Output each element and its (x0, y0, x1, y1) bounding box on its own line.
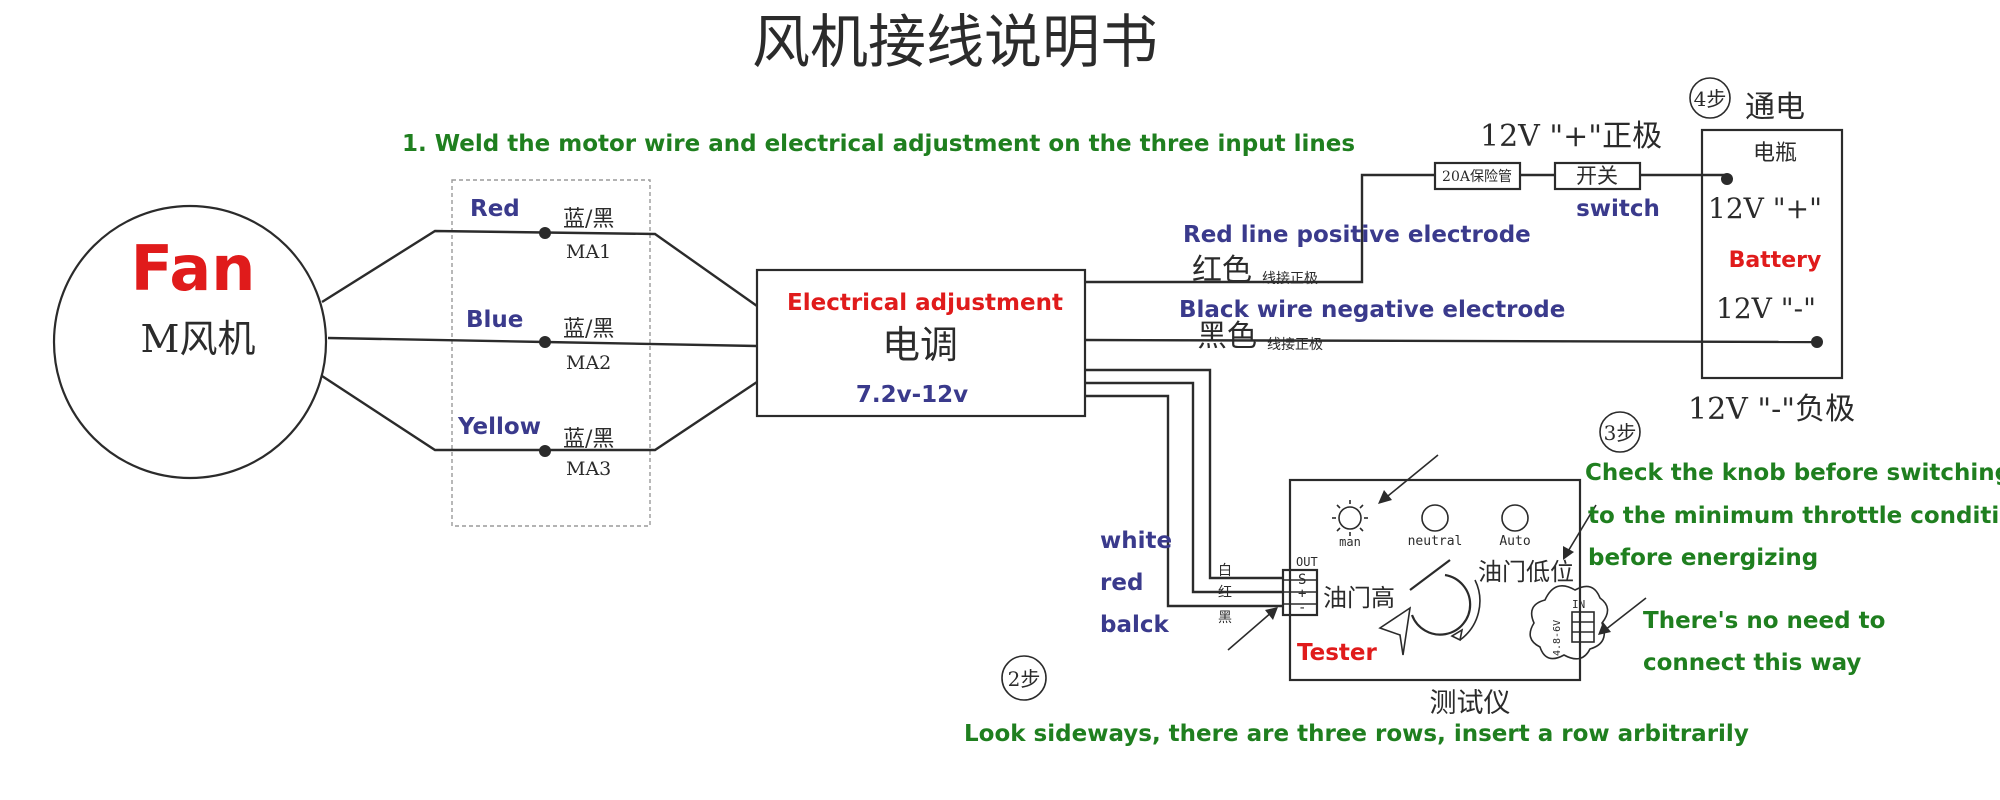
esc-cn-label: 电调 (882, 323, 958, 367)
switch-cn-label: 开关 (1576, 164, 1618, 188)
battery-positive-terminal (1721, 173, 1733, 185)
step2-text: Look sideways, there are three rows, ins… (964, 721, 1749, 747)
neutral-indicator-icon (1421, 504, 1449, 532)
in-port-pins (1571, 611, 1595, 643)
wire-color-blue: Blue (466, 307, 523, 333)
wire-cn-1: 蓝/黑 (563, 207, 614, 232)
throttle-high-label: 油门高 (1323, 584, 1395, 612)
arrow-to-in-port (1598, 597, 1647, 635)
fuse-label: 20A保险管 (1442, 169, 1512, 185)
wire-code-2: MA2 (566, 352, 611, 374)
step3-line-1: Check the knob before switching on (1585, 460, 2000, 486)
auto-indicator-icon (1501, 504, 1529, 532)
step2-badge: 2步 (1008, 667, 1041, 691)
in-port-label: IN (1572, 598, 1585, 611)
signal-wire-cn-red: 红 (1218, 585, 1232, 601)
black-power-wire (1084, 338, 1816, 344)
signal-wire-red (1085, 381, 1283, 594)
red-wire-cn-small: 线接正极 (1262, 270, 1318, 287)
wire-color-red: Red (470, 196, 520, 222)
switch-en-label: switch (1576, 196, 1660, 222)
red-wire-en-label: Red line positive electrode (1183, 222, 1531, 248)
fan-cn-label: M风机 (141, 317, 256, 361)
black-wire-cn-label: 黑色 (1197, 319, 1257, 354)
battery-box (1700, 128, 1844, 380)
in-port-voltage: 4.8-6V (1552, 620, 1563, 656)
negative-pole-label: 12V "-"负极 (1688, 392, 1855, 427)
tester-en-label: Tester (1297, 640, 1378, 666)
fan-label: Fan (131, 232, 256, 305)
red-power-wire (1085, 173, 1435, 284)
signal-wire-white (1085, 368, 1283, 580)
wire-cn-3: 蓝/黑 (563, 427, 614, 452)
red-wire-cn-label: 红色 (1192, 253, 1252, 288)
step4-badge-circle (1689, 77, 1731, 119)
step2-badge-circle (1001, 655, 1047, 701)
step3-badge-circle (1599, 411, 1641, 453)
pin-label-plus: + (1298, 586, 1306, 602)
junction-dot-1 (539, 227, 551, 239)
step3-line-3: before energizing (1588, 545, 1818, 571)
battery-en-label: Battery (1729, 248, 1822, 273)
pin-label-s: S (1298, 572, 1306, 588)
motor-wire-1 (321, 229, 758, 307)
tester-box (1288, 478, 1582, 682)
esc-voltage-label: 7.2v-12v (856, 382, 968, 408)
pin-label-out: OUT (1296, 555, 1318, 569)
esc-box (755, 268, 1087, 418)
black-wire-cn-small: 线接正极 (1267, 336, 1323, 353)
signal-wire-cn-black: 黑 (1218, 610, 1232, 626)
signal-wire-label-white: white (1100, 528, 1172, 554)
step1-text: 1. Weld the motor wire and electrical ad… (402, 131, 1355, 157)
signal-wire-black (1085, 394, 1283, 608)
note-line-1: There's no need to (1643, 608, 1885, 634)
pin-label-minus: - (1298, 600, 1306, 616)
arrow-to-sun-icon (1378, 454, 1439, 504)
fuse-box (1433, 161, 1522, 191)
junction-dot-2 (539, 336, 551, 348)
wire-color-yellow: Yellow (457, 414, 541, 440)
in-port-cloud (1529, 584, 1609, 660)
esc-en-label: Electrical adjustment (787, 290, 1063, 316)
signal-wire-label-black: balck (1100, 612, 1170, 638)
fan-motor-circle (52, 204, 328, 480)
mode-label-auto: Auto (1499, 534, 1530, 549)
arrow-to-throttle-low (1563, 504, 1597, 560)
signal-wire-label-red: red (1100, 570, 1143, 596)
battery-minus-label: 12V "-" (1716, 292, 1816, 325)
switch-box (1553, 161, 1642, 191)
step3-badge: 3步 (1604, 421, 1637, 445)
arrow-to-connector (1227, 607, 1278, 651)
wire-cn-2: 蓝/黑 (563, 317, 614, 342)
mode-label-man: man (1339, 535, 1361, 549)
diagram-title: 风机接线说明书 (752, 8, 1158, 76)
positive-pole-label: 12V "+"正极 (1480, 119, 1662, 154)
throttle-low-label: 油门低位 (1478, 558, 1574, 586)
battery-plus-label: 12V "+" (1708, 192, 1822, 225)
battery-cn-label: 电瓶 (1753, 141, 1797, 166)
step4-badge: 4步 (1694, 87, 1727, 111)
black-wire-en-label: Black wire negative electrode (1179, 297, 1565, 323)
note-line-2: connect this way (1643, 650, 1861, 676)
tester-cn-label: 测试仪 (1430, 688, 1511, 719)
throttle-knob-icon (1378, 559, 1481, 656)
battery-negative-terminal (1811, 336, 1823, 348)
junction-dot-3 (539, 445, 551, 457)
wire-code-3: MA3 (566, 458, 611, 480)
connector-dashed-box (451, 179, 651, 527)
step4-label: 通电 (1745, 90, 1805, 125)
wire-code-1: MA1 (566, 241, 611, 263)
mode-label-neutral: neutral (1408, 534, 1463, 549)
signal-wire-cn-white: 白 (1218, 563, 1232, 579)
step3-line-2: to the minimum throttle condition (1588, 503, 2000, 529)
sun-icon (1332, 500, 1368, 536)
